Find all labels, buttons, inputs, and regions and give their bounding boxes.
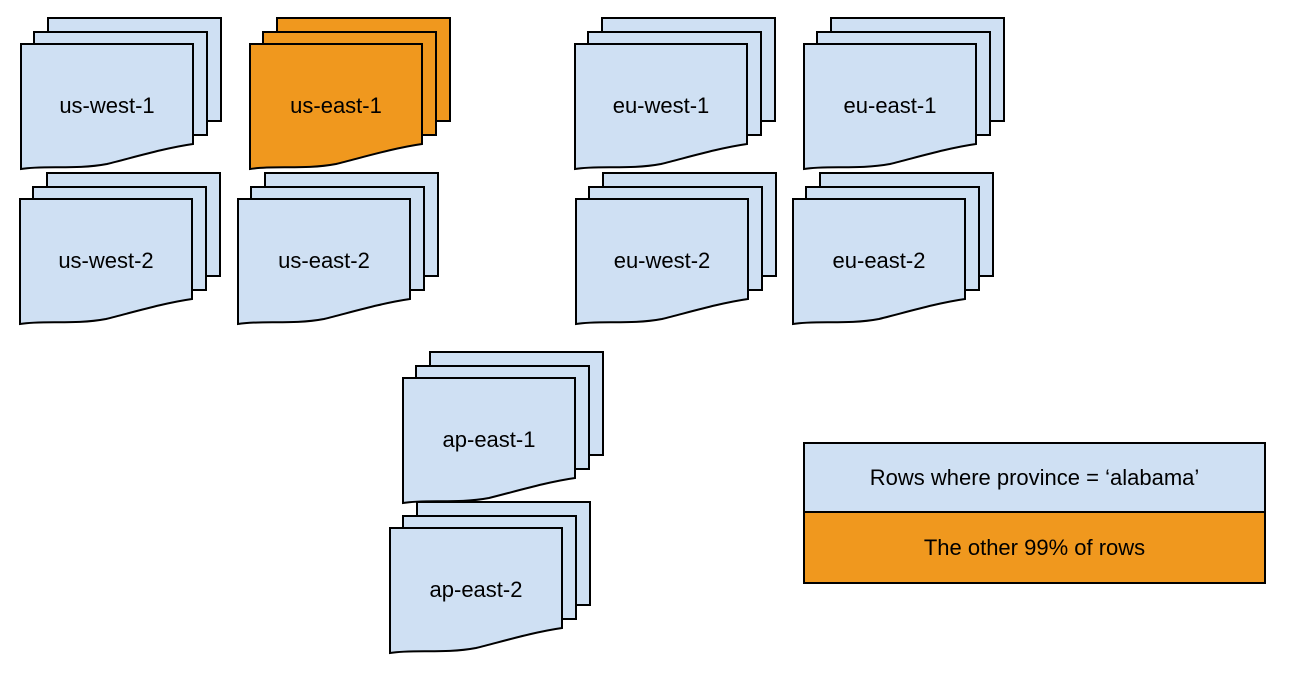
region-stack-eu-west-2: eu-west-2	[574, 171, 778, 327]
document-stack-icon	[402, 351, 604, 505]
region-stack-ap-east-2: ap-east-2	[388, 500, 592, 656]
region-label: ap-east-1	[442, 427, 536, 452]
page-front-document	[574, 43, 748, 171]
page-front-document	[803, 43, 977, 171]
document-stack-icon	[389, 501, 591, 655]
region-label: us-west-2	[58, 248, 154, 273]
region-stack-us-east-2: us-east-2	[236, 171, 440, 327]
document-stack-icon	[249, 17, 451, 171]
document-stack-icon	[574, 17, 776, 171]
legend-item-alabama-rows: Rows where province = ‘alabama’	[805, 444, 1264, 513]
region-label: eu-east-2	[832, 248, 926, 273]
region-label: us-east-2	[278, 248, 370, 273]
legend-item-other-rows: The other 99% of rows	[805, 513, 1264, 582]
region-label: eu-west-2	[613, 248, 711, 273]
document-stack-icon	[237, 172, 439, 326]
legend: Rows where province = ‘alabama’ The othe…	[803, 442, 1266, 584]
document-stack-icon	[575, 172, 777, 326]
region-stack-us-west-1: us-west-1	[19, 16, 223, 172]
region-stack-us-west-2: us-west-2	[18, 171, 222, 327]
region-stack-ap-east-1: ap-east-1	[401, 350, 605, 506]
document-stack-icon	[20, 17, 222, 171]
legend-label: The other 99% of rows	[923, 534, 1146, 560]
region-stack-eu-west-1: eu-west-1	[573, 16, 777, 172]
page-front-document	[249, 43, 423, 171]
region-stack-us-east-1: us-east-1	[248, 16, 452, 172]
region-label: us-west-1	[59, 93, 155, 118]
region-label: ap-east-2	[429, 577, 523, 602]
document-stack-icon	[803, 17, 1005, 171]
page-front-document	[20, 43, 194, 171]
region-label: eu-east-1	[843, 93, 937, 118]
document-stack-icon	[792, 172, 994, 326]
legend-label: Rows where province = ‘alabama’	[869, 464, 1200, 490]
page-front-document	[792, 198, 966, 326]
region-label: us-east-1	[290, 93, 382, 118]
region-stack-eu-east-1: eu-east-1	[802, 16, 1006, 172]
region-stack-eu-east-2: eu-east-2	[791, 171, 995, 327]
page-front-document	[19, 198, 193, 326]
document-stack-icon	[19, 172, 221, 326]
page-front-document	[237, 198, 411, 326]
page-front-document	[575, 198, 749, 326]
region-label: eu-west-1	[612, 93, 710, 118]
page-front-document	[389, 527, 563, 655]
